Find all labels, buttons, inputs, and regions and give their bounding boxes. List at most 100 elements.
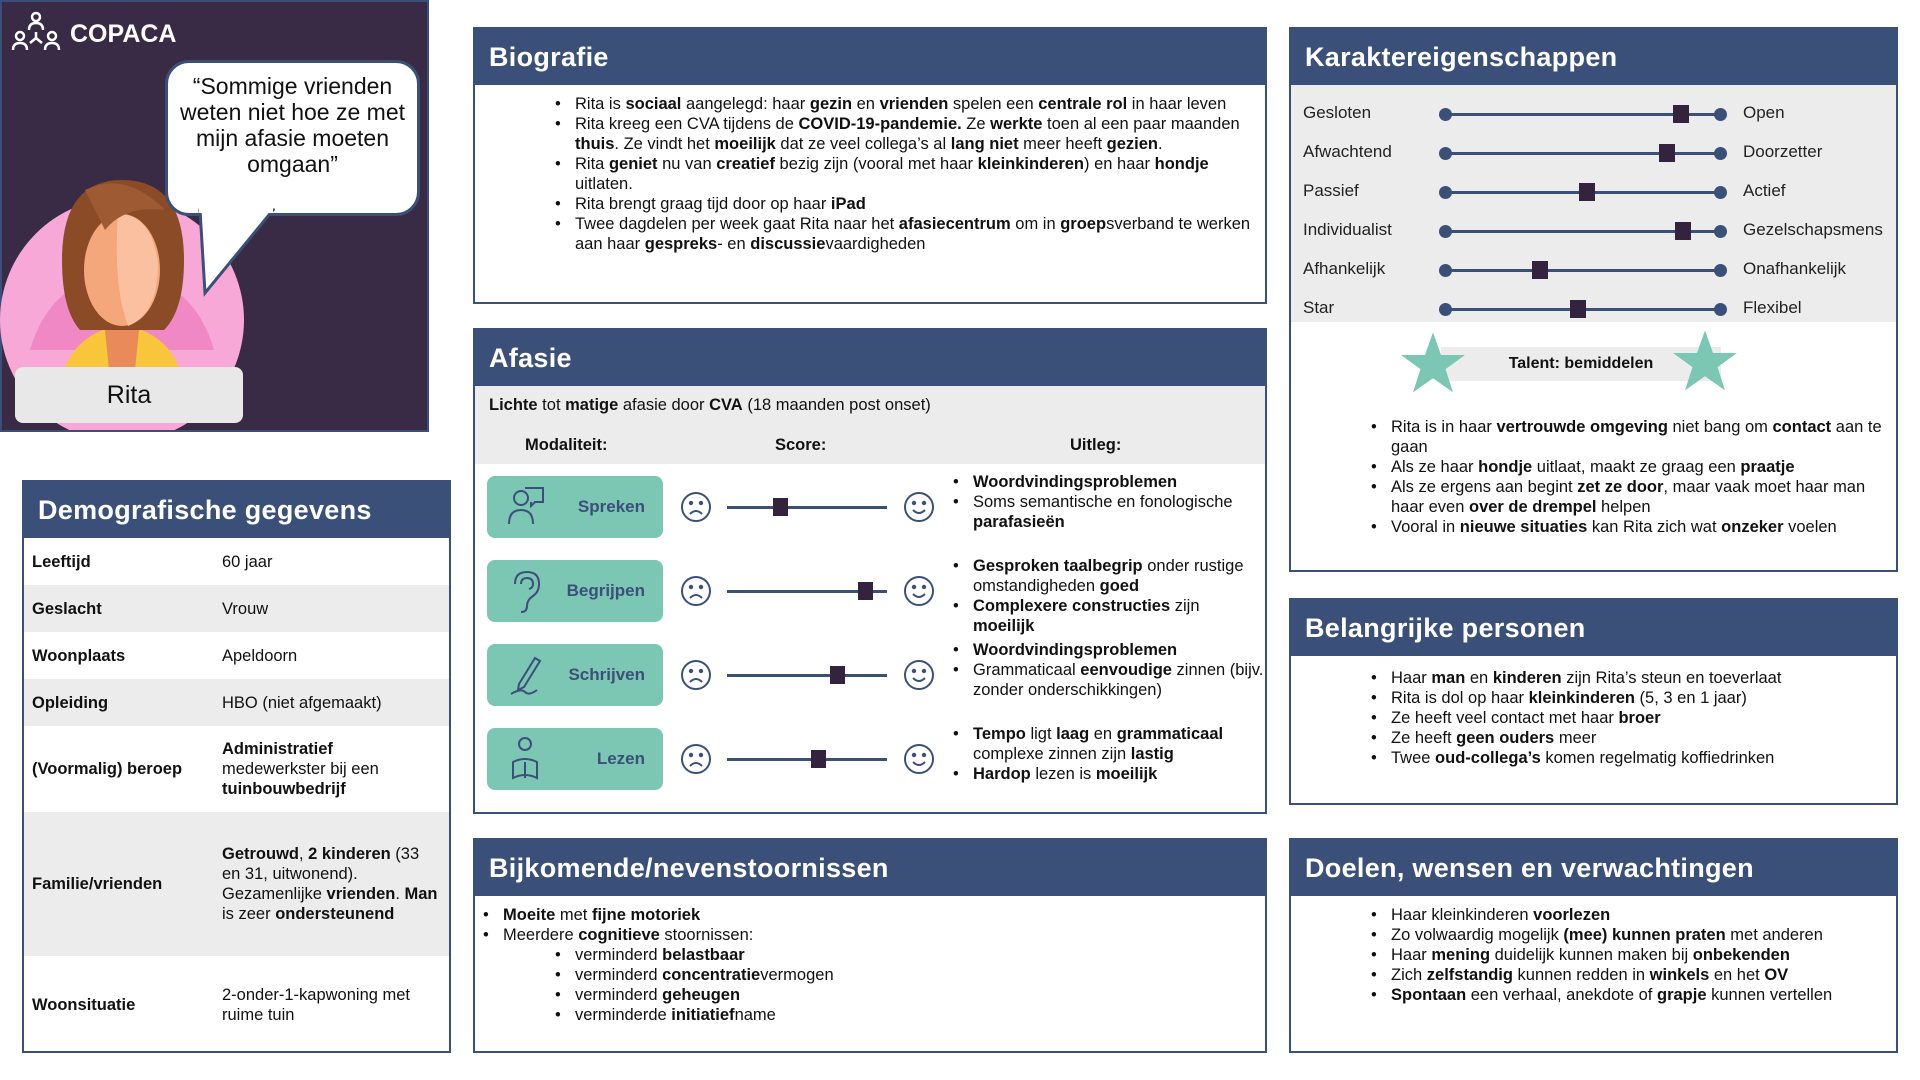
persona-name: Rita bbox=[15, 367, 243, 423]
explanation-list: Gesproken taalbegrip onder rustige omsta… bbox=[945, 556, 1265, 636]
trait-scale bbox=[1439, 105, 1727, 123]
modality-row-begrijpen: Begrijpen Gesproken taalbegrip onder rus… bbox=[487, 556, 1347, 635]
copaca-logo-icon bbox=[11, 11, 61, 51]
trait-row: Afhankelijk Onafhankelijk bbox=[1303, 251, 1893, 290]
comorbidities-list: Moeite met fijne motoriekMeerdere cognit… bbox=[475, 896, 1265, 1025]
row-value: Getrouwd, 2 kinderen (33 en 31, uitwonen… bbox=[222, 845, 438, 923]
list-item: Rita is dol op haar kleinkinderen (5, 3 … bbox=[1291, 688, 1896, 708]
demographics-title: Demografische gegevens bbox=[24, 482, 449, 538]
header-score: Score: bbox=[775, 436, 827, 454]
row-value: Vrouw bbox=[222, 599, 269, 618]
list-item: Woordvindingsproblemen bbox=[945, 472, 1265, 492]
trait-marker bbox=[1570, 300, 1587, 318]
scale-end-dot bbox=[1714, 225, 1727, 238]
score-track bbox=[727, 666, 887, 684]
important-persons-list: Haar man en kinderen zijn Rita’s steun e… bbox=[1291, 656, 1896, 768]
header-uitleg: Uitleg: bbox=[1070, 436, 1122, 454]
list-item: Gesproken taalbegrip onder rustige omsta… bbox=[945, 556, 1265, 596]
quote-bubble: “Sommige vrienden weten niet hoe ze met … bbox=[165, 60, 420, 216]
trait-scale bbox=[1439, 222, 1727, 240]
happy-face-icon bbox=[904, 660, 934, 690]
pen-writing-icon bbox=[510, 656, 542, 695]
list-item: Zo volwaardig mogelijk (mee) kunnen prat… bbox=[1291, 925, 1896, 945]
list-item: Tempo ligt laag en grammaticaal complexe… bbox=[945, 724, 1265, 764]
comorbidities-title: Bijkomende/nevenstoornissen bbox=[475, 840, 1265, 896]
trait-scale bbox=[1439, 183, 1727, 201]
trait-right-label: Flexibel bbox=[1743, 298, 1802, 317]
trait-right-label: Open bbox=[1743, 103, 1785, 122]
important-persons-panel: Belangrijke personen Haar man en kindere… bbox=[1289, 598, 1898, 805]
row-label: Opleiding bbox=[32, 693, 109, 712]
trait-left-label: Star bbox=[1303, 298, 1335, 317]
scale-end-dot bbox=[1714, 264, 1727, 277]
list-item: Als ze haar hondje uitlaat, maakt ze gra… bbox=[1291, 457, 1884, 477]
list-item: Als ze ergens aan begint zet ze door, ma… bbox=[1291, 477, 1884, 517]
row-label: Leeftijd bbox=[32, 552, 91, 571]
modality-begrijpen: Begrijpen bbox=[487, 560, 663, 622]
character-list: Rita is in haar vertrouwde omgeving niet… bbox=[1291, 402, 1896, 537]
score-track bbox=[727, 498, 887, 516]
trait-row: Individualist Gezelschapsmens bbox=[1303, 212, 1893, 251]
happy-face-icon bbox=[904, 492, 934, 522]
modality-label: Begrijpen bbox=[566, 581, 645, 600]
goals-list: Haar kleinkinderen voorlezenZo volwaardi… bbox=[1291, 896, 1896, 1005]
scale-end-dot bbox=[1439, 225, 1452, 238]
modality-label: Spreken bbox=[577, 497, 645, 516]
row-label: Woonsituatie bbox=[32, 995, 136, 1014]
scale-end-dot bbox=[1714, 108, 1727, 121]
logo: COPACA bbox=[10, 10, 176, 58]
score-marker bbox=[857, 582, 873, 600]
row-label: (Voormalig) beroep bbox=[32, 760, 183, 778]
character-title: Karaktereigenschappen bbox=[1291, 29, 1896, 85]
trait-scale bbox=[1439, 300, 1727, 318]
trait-marker bbox=[1578, 183, 1595, 201]
trait-marker bbox=[1672, 105, 1689, 123]
trait-right-label: Onafhankelijk bbox=[1743, 259, 1847, 278]
talent-banner: Talent: bemiddelen bbox=[1291, 322, 1896, 402]
modality-row-schrijven: Schrijven WoordvindingsproblemenGrammati… bbox=[487, 640, 1347, 706]
list-item: Ze heeft geen ouders meer bbox=[1291, 728, 1896, 748]
list-item: Grammaticaal eenvoudige zinnen (bijv. zo… bbox=[945, 660, 1265, 700]
list-item: Soms semantische en fonologische parafas… bbox=[945, 492, 1265, 532]
list-item: verminderd concentratievermogen bbox=[475, 965, 1265, 985]
list-item: Ze heeft veel contact met haar broer bbox=[1291, 708, 1896, 728]
list-item: Twee oud-collega’s komen regelmatig koff… bbox=[1291, 748, 1896, 768]
trait-row: Gesloten Open bbox=[1303, 95, 1893, 134]
happy-face-icon bbox=[904, 576, 934, 606]
star-icon bbox=[1673, 330, 1737, 391]
ear-icon bbox=[514, 570, 541, 613]
trait-row: Star Flexibel bbox=[1303, 290, 1893, 329]
trait-row: Passief Actief bbox=[1303, 173, 1893, 212]
list-item: verminderde initiatiefname bbox=[475, 1005, 1265, 1025]
score-track bbox=[727, 582, 887, 600]
list-item: Rita brengt graag tijd door op haar iPad bbox=[475, 194, 1253, 214]
bubble-tail bbox=[198, 208, 275, 297]
trait-right-label: Actief bbox=[1743, 181, 1786, 200]
modality-row-spreken: Spreken WoordvindingsproblemenSoms seman… bbox=[487, 472, 1347, 538]
list-item: Rita is in haar vertrouwde omgeving niet… bbox=[1291, 417, 1884, 457]
row-value: HBO (niet afgemaakt) bbox=[222, 693, 382, 712]
scale-end-dot bbox=[1439, 264, 1452, 277]
trait-right-label: Gezelschapsmens bbox=[1743, 220, 1883, 239]
modality-spreken: Spreken bbox=[487, 476, 663, 538]
list-item: verminderd belastbaar bbox=[475, 945, 1265, 965]
modality-label: Schrijven bbox=[568, 665, 645, 684]
trait-left-label: Afhankelijk bbox=[1303, 259, 1386, 278]
row-value: 2-onder-1-kapwoning met ruime tuin bbox=[222, 985, 411, 1024]
list-item: Haar mening duidelijk kunnen maken bij o… bbox=[1291, 945, 1896, 965]
score-track bbox=[727, 750, 887, 768]
modality-schrijven: Schrijven bbox=[487, 644, 663, 706]
list-item: Rita kreeg een CVA tijdens de COVID-19-p… bbox=[475, 114, 1253, 154]
table-row: Woonsituatie 2-onder-1-kapwoning met ruim… bbox=[24, 956, 449, 1053]
speaking-person-icon bbox=[508, 487, 544, 525]
comorbidities-panel: Bijkomende/nevenstoornissen Moeite met f… bbox=[473, 838, 1267, 1053]
list-item: Haar kleinkinderen voorlezen bbox=[1291, 905, 1896, 925]
reading-person-icon bbox=[512, 737, 538, 780]
trait-scale bbox=[1439, 144, 1727, 162]
score-marker bbox=[830, 666, 846, 684]
